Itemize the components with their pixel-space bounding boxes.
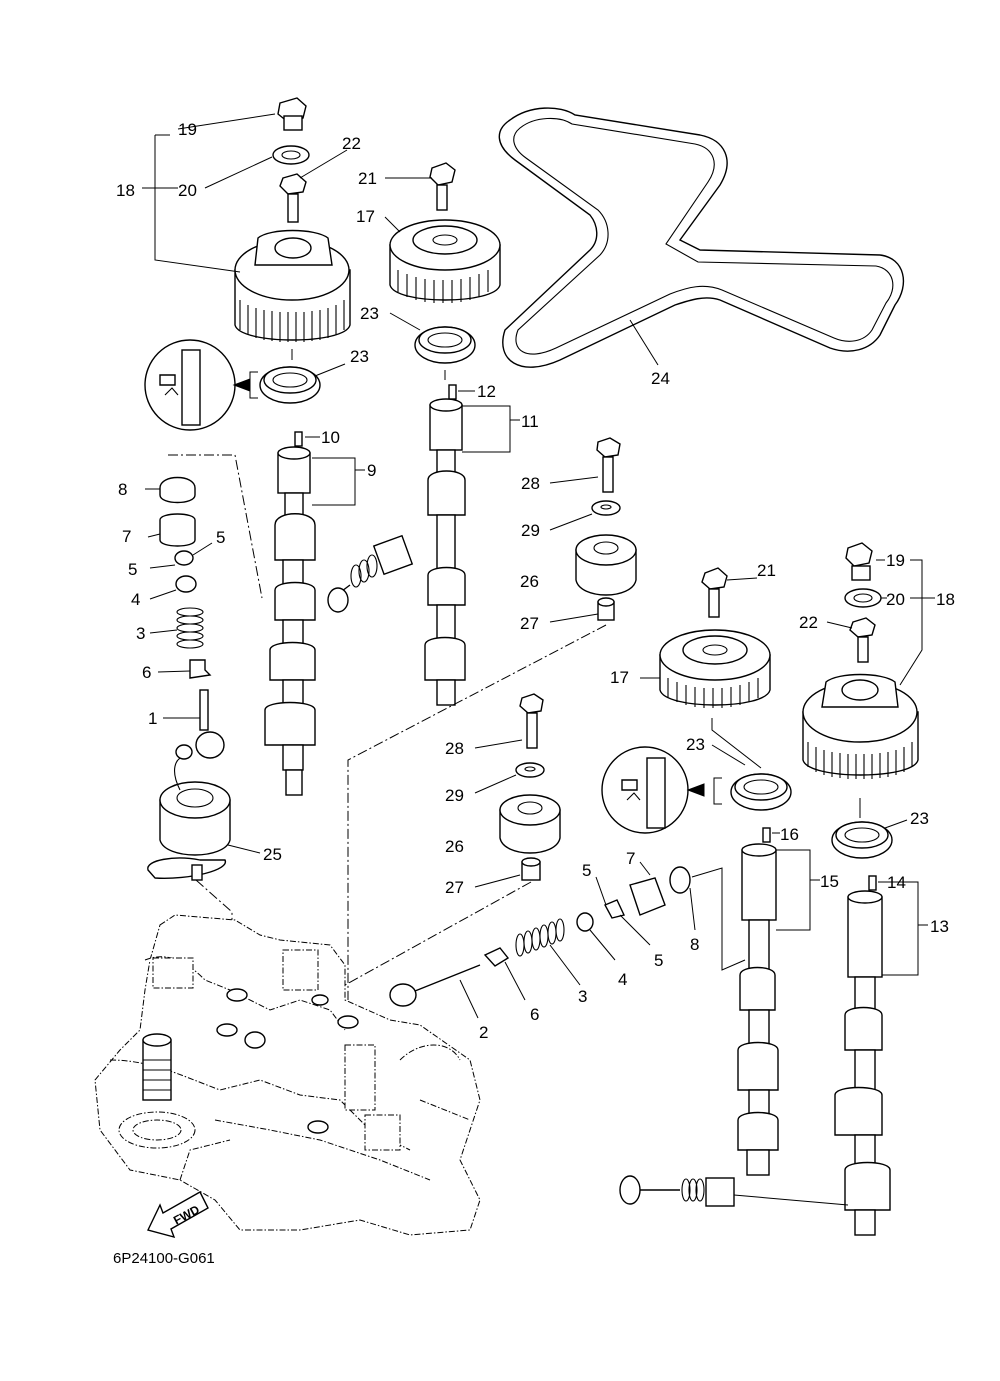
callout-23: 23: [360, 304, 379, 323]
camshaft-right-b: [834, 875, 928, 1236]
callout-1: 1: [148, 709, 157, 728]
callout-7: 7: [122, 527, 131, 546]
callout-13: 13: [930, 917, 949, 936]
camshaft-left: [168, 431, 365, 796]
callout-5: 5: [128, 560, 137, 579]
callout-18: 18: [116, 181, 135, 200]
callout-18: 18: [936, 590, 955, 609]
callout-21: 21: [358, 169, 377, 188]
callout-19: 19: [886, 551, 905, 570]
callout-4: 4: [618, 970, 627, 989]
seal-direction-icon: [601, 746, 722, 834]
callout-17: 17: [356, 207, 375, 226]
callout-7: 7: [626, 849, 635, 868]
fwd-arrow-icon: FWD: [147, 1191, 209, 1239]
callout-15: 15: [820, 872, 839, 891]
camshaft-right-a: [737, 827, 820, 1176]
callout-26: 26: [445, 837, 464, 856]
callout-27: 27: [445, 878, 464, 897]
callout-24: 24: [651, 369, 670, 388]
callout-labels: 19 18 20 22 21 17 23 23 24 12 11 10 9 8 …: [116, 120, 955, 1042]
timing-belt: [498, 107, 905, 368]
callout-23: 23: [910, 809, 929, 828]
callout-22: 22: [799, 613, 818, 632]
callout-14: 14: [887, 873, 906, 892]
callout-17: 17: [610, 668, 629, 687]
callout-25: 25: [263, 845, 282, 864]
callout-5: 5: [582, 861, 591, 880]
callout-9: 9: [367, 461, 376, 480]
callout-16: 16: [780, 825, 799, 844]
callout-2: 2: [479, 1023, 488, 1042]
callout-20: 20: [886, 590, 905, 609]
callout-10: 10: [321, 428, 340, 447]
camshaft-middle: [327, 384, 520, 706]
callout-22: 22: [342, 134, 361, 153]
callout-4: 4: [131, 590, 140, 609]
callout-5: 5: [654, 951, 663, 970]
callout-12: 12: [477, 382, 496, 401]
valve-parts-left: [145, 476, 225, 759]
cylinder-head: [94, 914, 481, 1236]
callout-19: 19: [178, 120, 197, 139]
callout-28: 28: [445, 739, 464, 758]
callout-3: 3: [578, 987, 587, 1006]
callout-6: 6: [142, 663, 151, 682]
callout-3: 3: [136, 624, 145, 643]
cam-sprocket-middle: [384, 162, 501, 380]
callout-27: 27: [520, 614, 539, 633]
callout-8: 8: [690, 935, 699, 954]
callout-8: 8: [118, 480, 127, 499]
idler-pulley-upper: [347, 437, 637, 1000]
callout-28: 28: [521, 474, 540, 493]
valve-parts-right: [389, 861, 849, 1207]
idler-pulley-lower: [317, 693, 561, 1125]
belt-tensioner: [147, 744, 261, 1045]
callout-11: 11: [521, 412, 539, 431]
callout-23: 23: [686, 735, 705, 754]
vct-sprocket-assembly-left: [142, 97, 351, 404]
callout-26: 26: [520, 572, 539, 591]
callout-6: 6: [530, 1005, 539, 1024]
callout-5: 5: [216, 528, 225, 547]
cam-sprocket-right: [640, 567, 792, 811]
callout-29: 29: [521, 521, 540, 540]
callout-29: 29: [445, 786, 464, 805]
callout-23: 23: [350, 347, 369, 366]
callout-21: 21: [757, 561, 776, 580]
callout-20: 20: [178, 181, 197, 200]
seal-direction-icon: [144, 339, 258, 431]
figure-code: 6P24100-G061: [113, 1250, 215, 1267]
vct-sprocket-assembly-right: [802, 542, 935, 859]
